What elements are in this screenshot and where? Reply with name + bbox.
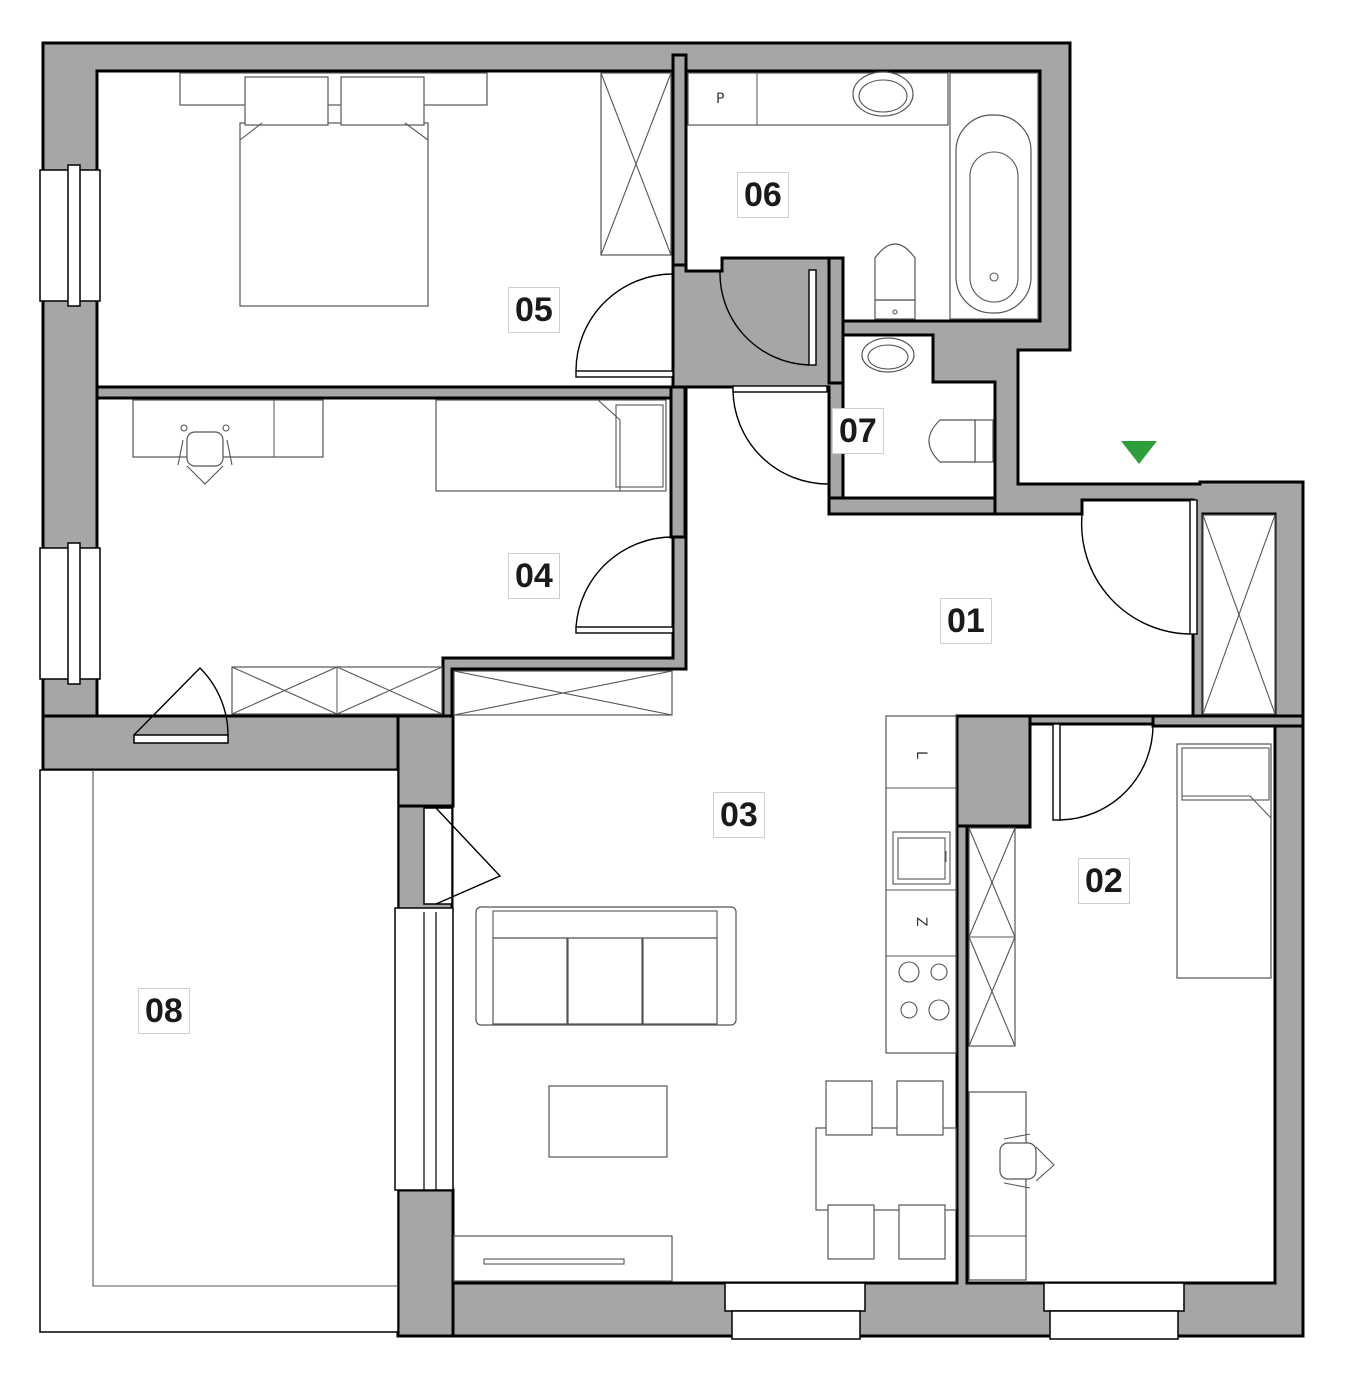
coffee-table	[548, 1085, 668, 1158]
room-label-01: 01	[940, 598, 992, 644]
door-05-leaf[interactable]	[575, 370, 674, 378]
wall-balcony-left	[396, 714, 455, 808]
door-07-leaf[interactable]	[732, 385, 828, 393]
room-label-03: 03	[713, 792, 765, 838]
bed	[239, 122, 429, 307]
terrace-inner-line	[92, 770, 398, 1287]
toilet-07	[974, 419, 994, 463]
terrace-door-swing	[435, 807, 502, 905]
door-04-swing	[575, 536, 674, 628]
wall-04-hall	[669, 385, 687, 539]
bed-04	[435, 399, 667, 492]
kitchen-counter	[885, 715, 957, 1054]
door-07-swing	[732, 389, 830, 485]
wall-05-06	[671, 53, 688, 267]
balcony-door-04-swing	[133, 667, 229, 736]
window-02[interactable]	[1043, 1282, 1185, 1312]
terrace-door[interactable]	[423, 807, 453, 905]
window-02-sill	[1049, 1310, 1179, 1340]
door-04-leaf[interactable]	[575, 626, 674, 634]
balcony-door-04[interactable]	[133, 734, 229, 744]
wall-kitchen-02	[955, 714, 1032, 828]
kitchen-tag-z: Z	[913, 917, 929, 927]
bathtub-inner	[955, 114, 1032, 314]
room-label-05: 05	[508, 287, 560, 333]
wall-04-05	[95, 385, 677, 400]
room-label-04: 04	[508, 553, 560, 599]
pillow	[244, 76, 329, 126]
room-label-08: 08	[138, 988, 190, 1034]
door-06-swing	[719, 269, 810, 366]
washer-tag: P	[716, 91, 724, 107]
kitchen-tag-l: L	[913, 751, 929, 759]
room-label-02: 02	[1078, 858, 1130, 904]
dining-set	[815, 1080, 957, 1260]
entrance-door-leaf[interactable]	[1189, 499, 1198, 635]
door-02-leaf[interactable]	[1052, 723, 1061, 821]
door-05-swing	[575, 273, 674, 372]
sofa	[475, 906, 737, 1026]
window-04-frame	[67, 542, 81, 685]
desk-04	[132, 399, 324, 458]
desk-02	[968, 1091, 1027, 1281]
window-05-frame	[67, 164, 81, 307]
wall-02-top	[1151, 714, 1305, 728]
door-06-leaf[interactable]	[808, 269, 817, 366]
door-02-swing	[1059, 723, 1154, 821]
entrance-arrow-icon	[1121, 441, 1157, 464]
window-03-sill	[731, 1310, 861, 1340]
room-label-06: 06	[737, 172, 789, 218]
window-03[interactable]	[724, 1282, 866, 1312]
entrance-door-swing	[1080, 514, 1191, 635]
wall-07-bottom	[827, 496, 997, 516]
bed-02	[1176, 743, 1272, 979]
desk-chair-04	[177, 424, 233, 485]
terrace-08	[39, 769, 399, 1333]
wall-06-07-side	[827, 256, 845, 385]
sink-07	[861, 337, 915, 373]
wall-bottom-left	[396, 1188, 455, 1338]
bed-headboard	[179, 72, 488, 106]
desk-chair-02	[999, 1133, 1055, 1189]
sink-06	[852, 71, 914, 117]
pillow	[340, 76, 425, 126]
room-label-07: 07	[832, 408, 884, 454]
